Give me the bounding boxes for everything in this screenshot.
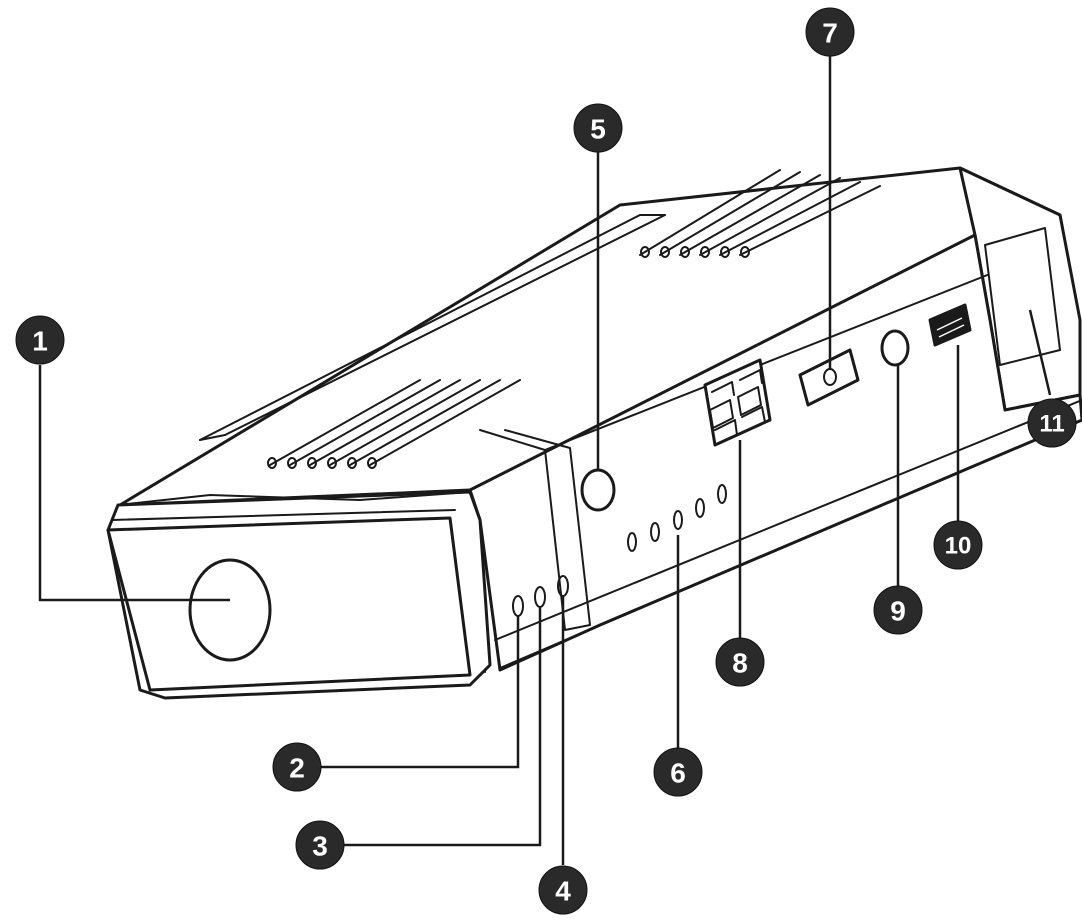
side-vent-holes [627, 484, 727, 552]
leader-lines [38, 55, 1052, 865]
callout-5: 5 [573, 103, 623, 153]
round-jack [880, 329, 910, 367]
callout-6-label: 6 [670, 758, 686, 789]
lens-window [188, 558, 272, 662]
callout-8-label: 8 [732, 648, 748, 679]
top-vent-front [267, 379, 521, 469]
callout-2: 2 [272, 742, 322, 792]
callout-7-label: 7 [822, 18, 838, 49]
rear-cap-window [984, 227, 1061, 366]
callout-4: 4 [538, 865, 588, 915]
leader-line-1 [38, 365, 230, 602]
callout-3: 3 [295, 820, 345, 870]
callout-4-label: 4 [555, 876, 571, 907]
callout-10-label: 10 [945, 533, 972, 560]
callout-3-label: 3 [312, 831, 328, 862]
callout-badges: 1 2 3 4 5 6 7 8 [15, 7, 1077, 915]
callout-1-label: 1 [32, 326, 48, 357]
callout-6: 6 [653, 747, 703, 797]
callout-5-label: 5 [590, 114, 606, 145]
connector-terminals [703, 358, 772, 447]
callout-1: 1 [15, 315, 65, 365]
callout-10: 10 [933, 520, 983, 570]
leader-line-11 [1028, 309, 1052, 396]
callout-7: 7 [805, 7, 855, 57]
callout-11: 11 [1027, 398, 1077, 448]
callout-9-label: 9 [890, 596, 906, 627]
callout-2-label: 2 [289, 753, 305, 784]
leader-line-3 [340, 607, 542, 847]
callout-9: 9 [873, 585, 923, 635]
callout-11-label: 11 [1039, 411, 1064, 438]
top-vent-rear [639, 169, 881, 258]
camera-front-face [106, 516, 472, 692]
callout-8: 8 [715, 637, 765, 687]
side-button [580, 468, 616, 512]
camera-body [106, 166, 1082, 700]
leader-line-2 [315, 615, 520, 769]
slide-switch [928, 303, 972, 347]
